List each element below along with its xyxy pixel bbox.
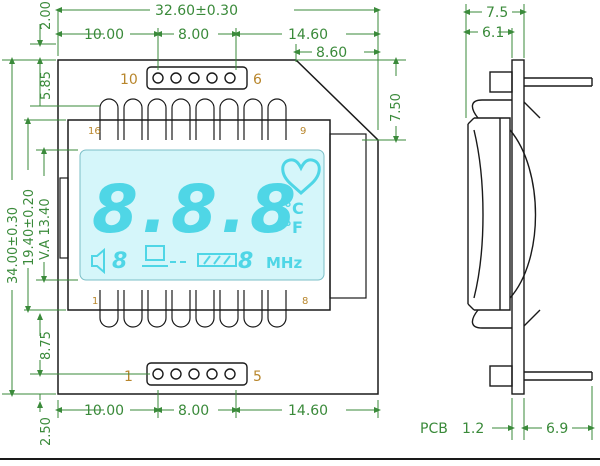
- dim-top-right-14: 14.60: [288, 27, 328, 43]
- lcd-small-digit-1: 8: [112, 249, 127, 274]
- lcd-mhz: MHz: [266, 254, 302, 272]
- battery-icon: [197, 253, 237, 267]
- pcb-outline: [57, 59, 379, 395]
- lcd-pin-16: 16: [88, 126, 101, 137]
- top-pin-row: [146, 66, 248, 90]
- front-view: 10 6 1 5 16 9: [57, 59, 379, 395]
- dim-glass-height: 19.40±0.20: [22, 189, 37, 266]
- bottom-pin-row: [146, 362, 248, 386]
- lcd-pin-9: 9: [300, 126, 306, 137]
- dim-bottom-right-14: 14.60: [288, 403, 328, 419]
- dim-right-inner: 8.60: [316, 45, 347, 61]
- dim-bottom-left-10: 10.00: [84, 403, 124, 419]
- lcd-pin-8: 8: [302, 296, 308, 307]
- lcd-fahrenheit: °F: [284, 218, 303, 237]
- lcd-small-digit-2: 8: [238, 249, 253, 274]
- dim-chamfer: 7.50: [389, 93, 404, 122]
- dimension-lines: [2, 7, 406, 418]
- speaker-icon: [91, 247, 105, 275]
- dim-side-inner: 6.1: [482, 25, 504, 41]
- lcd-bottom-pins: [99, 290, 287, 328]
- lcd-top-pins: [99, 98, 287, 140]
- pin-label-bottom-right: 5: [253, 369, 262, 385]
- computer-icon: [145, 245, 165, 261]
- side-dimension-lines: [463, 4, 595, 440]
- dim-top-left-10: 10.00: [84, 27, 124, 43]
- dim-overall-width: 32.60±0.30: [155, 3, 238, 19]
- lcd-icon-row: [91, 245, 237, 275]
- lcd-pin-1: 1: [92, 296, 98, 307]
- dim-side-depth: 7.5: [486, 5, 508, 21]
- dim-overall-height: 34.00±0.30: [6, 207, 21, 284]
- lcd-celsius: °C: [284, 199, 304, 218]
- pin-label-top-right: 6: [253, 72, 262, 88]
- pin-label-bottom-left: 1: [124, 369, 133, 385]
- pin-label-top-left: 10: [120, 72, 138, 88]
- dim-pin-row-top: 5.85: [39, 71, 54, 100]
- lcd-viewing-area: [79, 149, 325, 281]
- dim-bottom-span-8: 8.00: [178, 403, 209, 419]
- lcd-main-digits: 8.8.8: [92, 171, 300, 248]
- dim-pin-length: 6.9: [546, 421, 568, 437]
- dim-pin-row-bottom: 8.75: [39, 331, 54, 360]
- side-pcb: [511, 59, 525, 395]
- dim-bottom-offset: 2.50: [39, 417, 54, 446]
- dim-top-span-8: 8.00: [178, 27, 209, 43]
- dim-pcb-thickness: 1.2: [462, 421, 484, 437]
- heart-icon: [281, 158, 321, 196]
- side-view: [467, 59, 593, 395]
- dim-pcb-label: PCB: [420, 421, 448, 437]
- dim-top-offset: 2.00: [39, 1, 54, 30]
- dim-viewing-area: V.A 13.40: [38, 198, 53, 260]
